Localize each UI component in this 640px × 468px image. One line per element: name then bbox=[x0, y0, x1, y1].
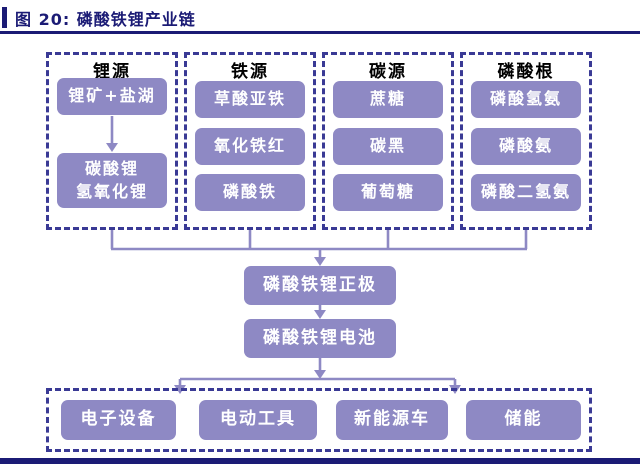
node-label: 葡萄糖 bbox=[360, 182, 415, 202]
node-lithium-ore-salt-lake: 锂矿+盐湖 bbox=[57, 78, 167, 115]
node-new-energy-vehicles: 新能源车 bbox=[336, 400, 448, 440]
node-lfp-cathode: 磷酸铁锂正极 bbox=[244, 266, 396, 305]
node-label: 储能 bbox=[504, 409, 543, 430]
node-label: 草酸亚铁 bbox=[213, 89, 286, 109]
node-electronic-devices: 电子设备 bbox=[61, 400, 176, 440]
applications-group: 电子设备 电动工具 新能源车 储能 bbox=[46, 388, 592, 452]
title-divider-line bbox=[0, 31, 640, 34]
column-header: 锂源 bbox=[93, 62, 131, 82]
column-header: 铁源 bbox=[231, 62, 269, 82]
node-label-line2: 氢氧化锂 bbox=[75, 181, 148, 201]
node-power-tools: 电动工具 bbox=[199, 400, 317, 440]
node-label: 磷酸氢氨 bbox=[489, 89, 562, 109]
node-label: 电动工具 bbox=[220, 409, 296, 430]
node-label: 磷酸氨 bbox=[498, 136, 553, 156]
node-label: 磷酸铁锂电池 bbox=[263, 327, 377, 348]
node-label: 新能源车 bbox=[354, 409, 430, 430]
column-phosphate-source: 磷酸根 磷酸氢氨 磷酸氨 磷酸二氢氨 bbox=[460, 52, 592, 230]
node-carbon-black: 碳黑 bbox=[333, 128, 443, 165]
column-carbon-source: 碳源 蔗糖 碳黑 葡萄糖 bbox=[322, 52, 454, 230]
node-ammonium-phosphate: 磷酸氨 bbox=[471, 128, 581, 165]
node-label: 蔗糖 bbox=[369, 89, 406, 109]
node-sucrose: 蔗糖 bbox=[333, 81, 443, 118]
column-header: 碳源 bbox=[369, 62, 407, 82]
column-lithium-source: 锂源 锂矿+盐湖 碳酸锂 氢氧化锂 bbox=[46, 52, 178, 230]
node-glucose: 葡萄糖 bbox=[333, 174, 443, 211]
node-label: 磷酸二氢氨 bbox=[480, 182, 571, 202]
node-ferrous-oxalate: 草酸亚铁 bbox=[195, 81, 305, 118]
column-iron-source: 铁源 草酸亚铁 氧化铁红 磷酸铁 bbox=[184, 52, 316, 230]
node-label-line1: 碳酸锂 bbox=[84, 159, 139, 179]
node-ammonium-hydrogen-phosphate: 磷酸氢氨 bbox=[471, 81, 581, 118]
node-label: 磷酸铁锂正极 bbox=[263, 274, 377, 295]
title-accent-bar bbox=[2, 7, 7, 28]
column-header: 磷酸根 bbox=[497, 62, 555, 82]
node-label: 碳黑 bbox=[369, 136, 406, 156]
figure-title: 图 20: 磷酸铁锂产业链 bbox=[15, 10, 196, 29]
node-label: 电子设备 bbox=[80, 409, 157, 430]
node-iron-oxide-red: 氧化铁红 bbox=[195, 128, 305, 165]
node-energy-storage: 储能 bbox=[466, 400, 581, 440]
node-label: 磷酸铁 bbox=[222, 182, 277, 202]
node-label: 锂矿+盐湖 bbox=[68, 86, 156, 106]
bottom-divider-line bbox=[0, 458, 640, 464]
node-ammonium-dihydrogen-phosphate: 磷酸二氢氨 bbox=[471, 174, 581, 211]
node-iron-phosphate: 磷酸铁 bbox=[195, 174, 305, 211]
node-label: 氧化铁红 bbox=[213, 136, 286, 156]
node-lfp-battery: 磷酸铁锂电池 bbox=[244, 319, 396, 358]
node-lithium-carbonate-hydroxide: 碳酸锂 氢氧化锂 bbox=[57, 153, 167, 208]
